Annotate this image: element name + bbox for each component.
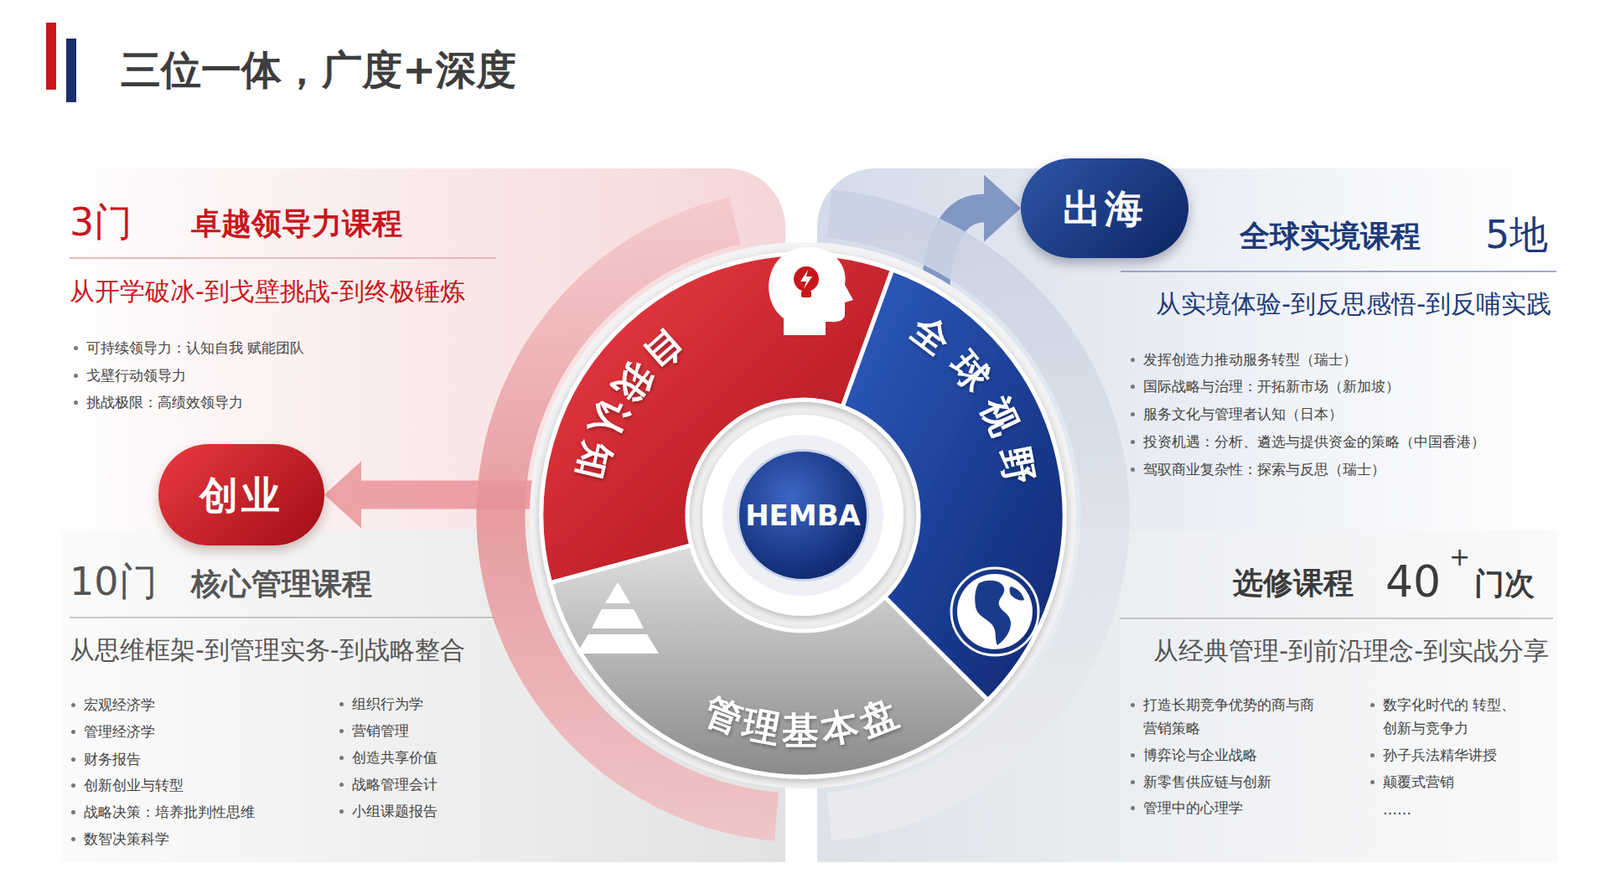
divider-line (69, 257, 497, 259)
bullet-text: 颠覆式营销 (1382, 770, 1455, 794)
outcome-pill: 创业 (158, 444, 325, 546)
bullet-text: 孙子兵法精华讲授 (1382, 743, 1497, 767)
hub-circle: HEMBA (736, 449, 870, 582)
bullet-text: 可持续领导力：认知自我 赋能团队 (86, 336, 305, 360)
bullet-text: 挑战极限：高绩效领导力 (86, 390, 244, 415)
hub-text: HEMBA (745, 498, 861, 533)
head-icon (768, 247, 854, 336)
pyramid-icon (576, 582, 659, 654)
divider-line (1119, 617, 1554, 620)
hub-ring (702, 414, 904, 617)
diagram-title: 三位一体，广度+深度 (120, 45, 517, 94)
bullet-text: 营销管理 (352, 719, 410, 743)
pill-text: 出海 (1062, 185, 1147, 233)
heading-text: 卓越领导力课程 (191, 205, 403, 243)
bullet-text: 创新创业与转型 (83, 773, 184, 798)
wheel-segment-label: 全球视野 (909, 314, 1052, 503)
heading-text: 3门 (69, 198, 133, 246)
bullet-dot (1370, 703, 1375, 708)
bullet-text: 投资机遇：分析、遴选与提供资金的策略（中国香港） (1143, 429, 1486, 454)
bullet-text: 组织行为学 (352, 692, 424, 716)
heading-text: 10门 (69, 558, 158, 606)
hub-inner-ring (722, 434, 884, 596)
bullet-dot (339, 782, 344, 788)
outcome-pill: 出海 (1020, 158, 1189, 259)
heading-text: 全球实境课程 (1239, 217, 1421, 255)
title-bar-blue (66, 38, 77, 103)
bullet-dot (1130, 467, 1135, 472)
bullet-dot (1130, 753, 1135, 758)
bullet-dot (1130, 703, 1135, 708)
bullet-dot (339, 809, 344, 814)
subtitle-text: 从开学破冰-到戈壁挑战-到终极锤炼 (69, 275, 466, 308)
bullet-dot (71, 703, 76, 708)
bullet-dot (73, 373, 78, 378)
bullet-text: 数字化时代的 转型、创新与竞争力 (1382, 693, 1533, 741)
bullet-text: 宏观经济学 (83, 693, 156, 717)
segment-label: 管理基本盘 (697, 688, 908, 752)
bullet-text: 服务文化与管理者认知（日本） (1143, 402, 1343, 426)
segment-label: 全球视野 (902, 306, 1046, 502)
wheel-base (529, 242, 1077, 789)
bullet-dot (71, 757, 76, 762)
bullet-text: 数智决策科学 (83, 827, 170, 851)
bullet-text: 管理经济学 (83, 719, 156, 744)
bullet-dot (1130, 357, 1135, 363)
bullet-dot (1130, 384, 1135, 389)
bullet-dot (71, 837, 76, 842)
heading-text: 40 (1385, 555, 1441, 608)
subtitle-text: 从经典管理-到前沿理念-到实战分享 (1153, 635, 1549, 668)
bullet-text: 财务报告 (83, 747, 141, 772)
bullet-dot (71, 783, 76, 788)
segment-label: 自我认知 (567, 322, 693, 495)
bullet-text: 戈壁行动领导力 (86, 363, 187, 388)
bullet-text: 创造共享价值 (352, 745, 438, 770)
heading-text: 5地 (1485, 211, 1549, 259)
bullet-text: 战略决策：培养批判性思维 (83, 800, 255, 824)
bullet-text: 小组课题报告 (352, 799, 438, 824)
wheel-segment-label: 自我认知 (569, 318, 705, 508)
subtitle-text: 从实境体验-到反思感悟-到反哺实践 (1155, 288, 1552, 321)
bullet-dot (1370, 753, 1375, 758)
bullet-dot (339, 729, 344, 734)
heading-text: + (1449, 542, 1471, 573)
subtitle-text: 从思维框架-到管理实务-到战略整合 (69, 634, 466, 667)
heading-text: 核心管理课程 (191, 565, 373, 603)
bullet-dot (71, 810, 76, 815)
bullet-dot (73, 346, 78, 351)
divider-line (69, 616, 498, 619)
bullet-dot (73, 400, 78, 405)
bullet-text: 驾驭商业复杂性：探索与反思（瑞士） (1143, 457, 1386, 482)
bullet-text: 战略管理会计 (352, 772, 438, 797)
globe-icon (951, 568, 1039, 656)
heading-text: 选修课程 (1232, 564, 1354, 602)
bullet-text: 发挥创造力推动服务转型（瑞士） (1143, 347, 1357, 372)
pill-text: 创业 (199, 471, 284, 519)
bullet-text: 博弈论与企业战略 (1143, 743, 1258, 767)
bullet-dot (1130, 440, 1135, 445)
bullet-text: 国际战略与治理：开拓新市场（新加坡） (1143, 374, 1400, 399)
wheel-segment-label: 管理基本盘 (586, 683, 772, 759)
bullet-dot (1130, 780, 1135, 785)
bullet-dot (339, 702, 344, 707)
heading-text: 门次 (1474, 565, 1535, 603)
bullet-dot (339, 755, 344, 761)
title-bar-red (46, 22, 57, 90)
bullet-dot (1130, 806, 1135, 811)
bullet-text: …… (1382, 797, 1412, 822)
bullet-dot (71, 730, 76, 735)
bullet-text: 管理中的心理学 (1143, 796, 1243, 820)
bullet-text: 新零售供应链与创新 (1143, 770, 1272, 794)
bullet-text: 打造长期竞争优势的商与商 营销策略 (1143, 693, 1336, 741)
divider-line (1120, 270, 1557, 273)
bullet-dot (1370, 780, 1375, 785)
bullet-dot (1130, 412, 1135, 417)
